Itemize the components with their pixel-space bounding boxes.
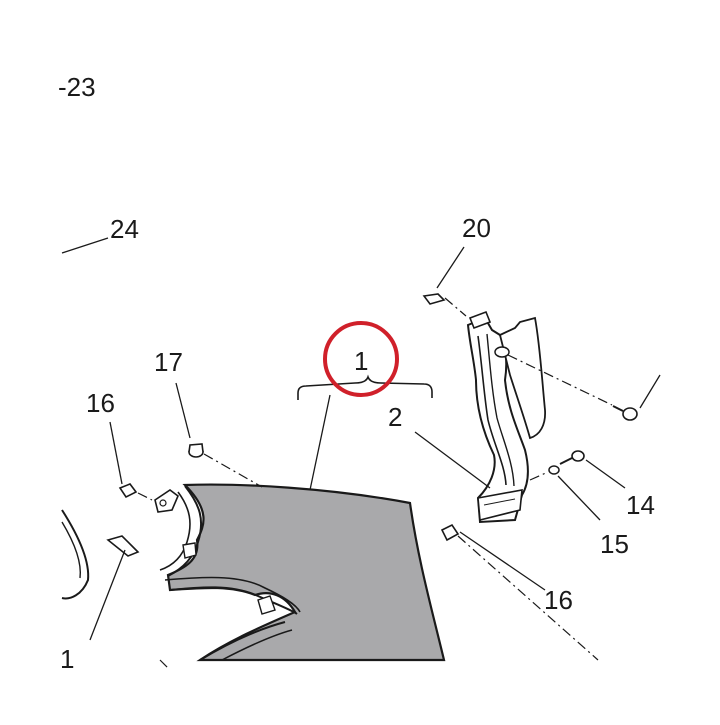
callout-1: 1 (354, 346, 368, 376)
callout-15: 15 (600, 529, 629, 559)
assembly-lines (137, 297, 613, 669)
callout-20: 20 (462, 213, 491, 243)
highlight-circle (323, 321, 399, 397)
clip-16-left (118, 483, 138, 499)
callout-2: 2 (388, 402, 402, 432)
left-partial-part (61, 509, 90, 600)
clip-20 (422, 293, 446, 305)
callout-16-right: 16 (544, 585, 573, 615)
washer-15 (548, 465, 560, 475)
callout-16-left: 16 (86, 388, 115, 418)
clip-part (106, 535, 140, 557)
callout-24: 24 (110, 214, 139, 244)
clip-16-right (440, 523, 460, 542)
callout-17: 17 (154, 347, 183, 377)
callout-14: 14 (626, 490, 655, 520)
part-1-brace (297, 374, 433, 400)
callout-1-bottom: 1 (60, 644, 74, 674)
screw-upper (612, 405, 638, 421)
body-panel-part (154, 483, 446, 662)
screw-14 (559, 450, 585, 465)
leader-lines (61, 237, 661, 641)
grommet-17 (188, 443, 204, 458)
bracket-part (466, 310, 546, 524)
callout-23: -23 (58, 72, 96, 102)
